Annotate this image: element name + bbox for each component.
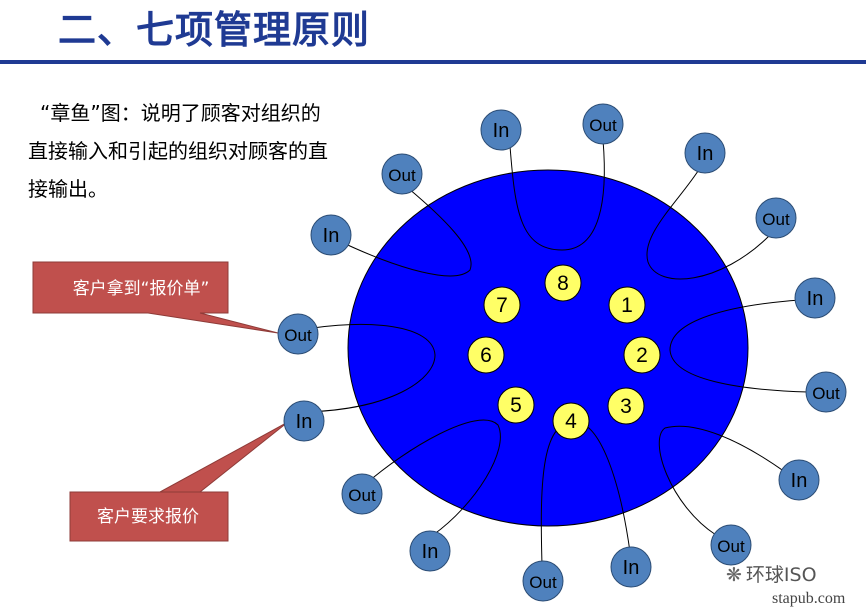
bubble-label-in-13: In — [296, 411, 313, 433]
bubble-label-out-4: Out — [762, 210, 790, 229]
bubble-in-15 — [310, 214, 352, 256]
tentacle-lower-right — [658, 425, 786, 536]
description-line-2: 直接输入和引起的组织对顾客的直 — [28, 139, 328, 163]
number-circle-4 — [552, 402, 590, 440]
number-label-8: 8 — [557, 272, 569, 295]
watermark: ❋环球ISO — [726, 560, 817, 587]
wechat-icon: ❋ — [726, 564, 742, 586]
callout-request: 客户要求报价 — [69, 421, 289, 542]
tentacle-upper-right — [646, 167, 771, 280]
bubble-label-in-11: In — [422, 541, 439, 563]
callout-quote: 客户拿到“报价单” — [32, 261, 279, 334]
bubble-label-in-3: In — [697, 143, 714, 165]
bubble-label-out-6: Out — [812, 384, 840, 403]
bubble-label-in-15: In — [323, 225, 340, 247]
number-circle-6 — [467, 336, 505, 374]
bubble-out-8 — [710, 524, 752, 566]
number-label-1: 1 — [621, 294, 633, 317]
bubble-label-out-10: Out — [529, 573, 557, 592]
number-circle-5 — [497, 386, 535, 424]
number-label-7: 7 — [496, 294, 508, 317]
bubble-label-out-16: Out — [388, 166, 416, 185]
number-circle-3 — [607, 387, 645, 425]
description-line-1: “章鱼”图：说明了顾客对组织的 — [40, 101, 321, 125]
bubble-label-in-1: In — [493, 120, 510, 142]
description-line-3: 接输出。 — [28, 177, 108, 201]
bubble-out-16 — [381, 153, 423, 195]
number-label-5: 5 — [510, 394, 522, 417]
bubble-in-3 — [684, 132, 726, 174]
bubble-out-10 — [522, 560, 564, 602]
title-underline — [0, 60, 866, 64]
bubble-label-out-12: Out — [348, 486, 376, 505]
bubble-in-9 — [610, 546, 652, 588]
page-title: 二、七项管理原则 — [58, 8, 371, 52]
description-text: “章鱼”图：说明了顾客对组织的 直接输入和引起的组织对顾客的直 接输出。 — [28, 94, 364, 208]
bubble-in-11 — [409, 530, 451, 572]
bubble-label-in-5: In — [807, 288, 824, 310]
callout-quote-label: 客户拿到“报价单” — [73, 278, 210, 299]
bubble-in-7 — [778, 459, 820, 501]
tentacle-loops — [299, 139, 809, 566]
bubble-label-out-14: Out — [284, 326, 312, 345]
tentacle-left — [299, 323, 436, 413]
callout-request-label: 客户要求报价 — [97, 507, 199, 527]
number-label-3: 3 — [620, 395, 632, 418]
number-circle-8 — [544, 264, 582, 302]
watermark-name: 环球ISO — [745, 564, 817, 586]
number-circle-7 — [483, 286, 521, 324]
bubble-in-5 — [794, 277, 836, 319]
bubble-out-6 — [805, 371, 847, 413]
bubble-out-12 — [341, 473, 383, 515]
number-circle-1 — [608, 286, 646, 324]
watermark-site: stapub.com — [772, 590, 846, 607]
bubble-out-14 — [277, 313, 319, 355]
bubble-label-in-7: In — [791, 470, 808, 492]
bubble-out-4 — [755, 197, 797, 239]
tentacle-right — [669, 299, 809, 393]
callout-request-box — [69, 421, 289, 542]
number-circle-2 — [623, 336, 661, 374]
bubble-in-13 — [283, 400, 325, 442]
number-label-4: 4 — [565, 410, 577, 433]
callout-quote-box — [32, 261, 279, 334]
bubble-label-out-2: Out — [589, 116, 617, 135]
bubble-label-out-8: Out — [717, 537, 745, 556]
bubble-label-in-9: In — [623, 557, 640, 579]
number-label-2: 2 — [636, 344, 648, 367]
number-layer: 1 2 3 4 5 6 7 8 — [467, 264, 661, 440]
bubble-out-2 — [582, 103, 624, 145]
tentacle-upper-left — [336, 187, 472, 277]
tentacle-lower-left — [367, 419, 501, 536]
bubble-in-1 — [480, 109, 522, 151]
organization-body — [347, 169, 749, 527]
number-label-6: 6 — [480, 344, 492, 367]
tentacle-top — [509, 139, 605, 251]
